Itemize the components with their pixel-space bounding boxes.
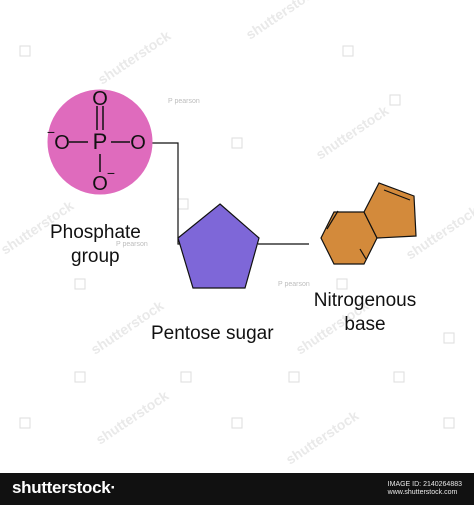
base-double-bond-top — [383, 189, 411, 201]
watermark-square — [231, 137, 243, 149]
watermark-square — [19, 417, 31, 429]
watermark-square — [443, 417, 455, 429]
dna-nucleotide-diagram: shutterstock shutterstock shutterstock s… — [0, 0, 474, 467]
watermark-square — [180, 371, 192, 383]
phosphate-label-line2: group — [71, 245, 120, 267]
pentose-sugar-label: Pentose sugar — [151, 323, 274, 344]
site-url-text: www.shutterstock.com — [387, 489, 458, 497]
phosphate-label-line1: Phosphate — [50, 222, 141, 243]
watermark-square — [74, 278, 86, 290]
negative-charge-left: − — [47, 124, 55, 140]
phosphate-sugar-bond — [151, 142, 183, 245]
phosphorus-atom: P — [93, 129, 108, 154]
watermark-square — [393, 371, 405, 383]
phosphate-group: O P O O O − − — [47, 88, 153, 195]
watermark-square — [231, 417, 243, 429]
base-label-line1: Nitrogenous — [313, 290, 417, 311]
base-double-bond-left — [326, 210, 339, 230]
watermark-square — [288, 371, 300, 383]
watermark-square — [389, 94, 401, 106]
watermark-square — [177, 198, 189, 210]
watermark-text: shutterstock — [313, 102, 392, 162]
nitrogenous-base-label: Nitrogenous base — [306, 289, 424, 337]
watermark-text: shutterstock — [93, 387, 172, 447]
author-watermark: P pearson — [278, 281, 310, 288]
author-watermark: P pearson — [116, 241, 148, 248]
phosphate-group-label: Phosphate group — [50, 221, 141, 269]
oxygen-right: O — [130, 132, 146, 154]
oxygen-bottom: O — [92, 173, 108, 195]
watermark-square — [443, 332, 455, 344]
watermark-text: shutterstock — [243, 0, 322, 42]
watermark-text: shutterstock — [283, 407, 362, 467]
oxygen-top: O — [92, 88, 108, 110]
watermark-square — [342, 45, 354, 57]
image-id-text: IMAGE ID: 2140264883 — [387, 481, 462, 488]
phosphate-circle — [47, 89, 153, 195]
image-metadata: IMAGE ID: 2140264883 www.shutterstock.co… — [388, 481, 462, 497]
watermark-text: shutterstock — [95, 27, 174, 87]
negative-charge-bottom: − — [107, 165, 115, 181]
pentose-sugar-pentagon — [177, 203, 260, 289]
watermark-square — [19, 45, 31, 57]
oxygen-left: O — [54, 132, 70, 154]
nitrogenous-base — [320, 182, 417, 265]
stock-footer: shutterstock· IMAGE ID: 2140264883 www.s… — [0, 473, 474, 505]
shutterstock-logo-text: shutterstock· — [12, 478, 116, 497]
diagram-canvas: shutterstock shutterstock shutterstock s… — [0, 0, 474, 468]
author-watermark: P pearson — [168, 98, 200, 105]
base-double-bond-bottom — [359, 248, 367, 260]
base-label-line2: base — [344, 313, 386, 335]
watermark-square — [74, 371, 86, 383]
watermark-square — [336, 278, 348, 290]
